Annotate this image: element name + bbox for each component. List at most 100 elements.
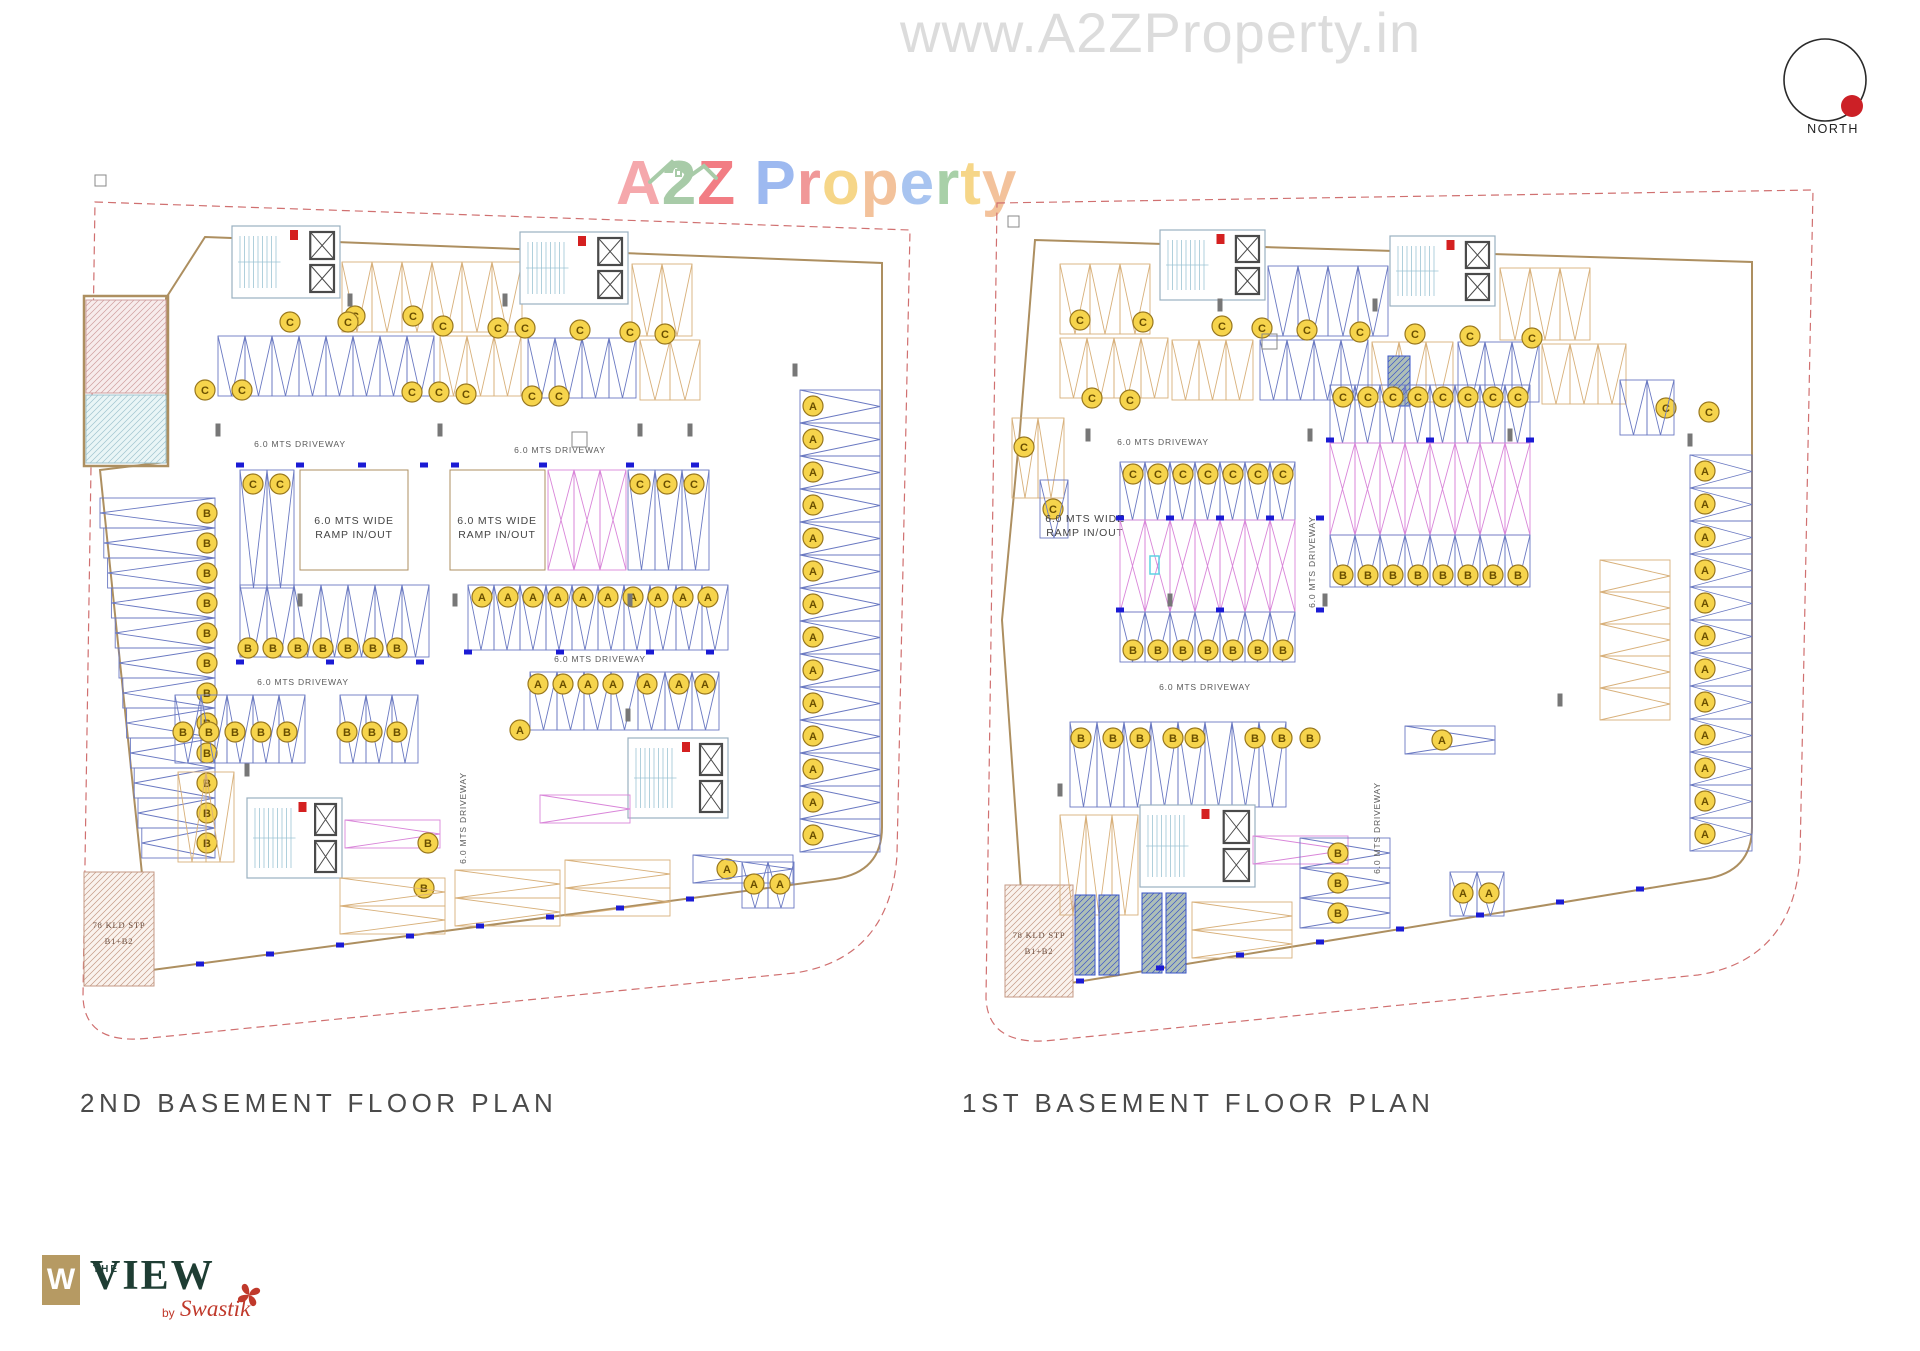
svg-text:C: C xyxy=(1049,504,1057,516)
svg-text:C: C xyxy=(1126,395,1134,407)
svg-text:B: B xyxy=(1179,645,1187,657)
svg-text:B1+B2: B1+B2 xyxy=(1025,946,1054,956)
svg-text:A: A xyxy=(723,864,731,876)
svg-text:B: B xyxy=(203,808,211,820)
svg-text:A: A xyxy=(1485,888,1493,900)
watermark-letter: r xyxy=(796,149,822,218)
svg-text:A: A xyxy=(809,533,817,545)
svg-text:C: C xyxy=(1204,469,1212,481)
svg-text:A: A xyxy=(809,500,817,512)
svg-text:B: B xyxy=(1279,645,1287,657)
svg-text:B: B xyxy=(203,628,211,640)
svg-text:B: B xyxy=(1191,733,1199,745)
svg-text:A: A xyxy=(1701,664,1709,676)
svg-text:C: C xyxy=(521,323,529,335)
svg-text:B: B xyxy=(1306,733,1314,745)
svg-text:6.0 MTS DRIVEWAY: 6.0 MTS DRIVEWAY xyxy=(1307,516,1317,608)
svg-text:6.0 MTS DRIVEWAY: 6.0 MTS DRIVEWAY xyxy=(514,445,606,455)
svg-text:A: A xyxy=(809,665,817,677)
svg-text:B: B xyxy=(393,727,401,739)
svg-text:A: A xyxy=(1438,735,1446,747)
watermark-letter: e xyxy=(899,149,936,218)
svg-text:B: B xyxy=(257,727,265,739)
title-1st-basement: 1ST BASEMENT FLOOR PLAN xyxy=(962,1088,1435,1118)
svg-text:B: B xyxy=(1334,878,1342,890)
svg-text:C: C xyxy=(1076,315,1084,327)
svg-text:A: A xyxy=(584,679,592,691)
svg-text:C: C xyxy=(1705,407,1713,419)
svg-text:A: A xyxy=(478,592,486,604)
svg-text:C: C xyxy=(1439,392,1447,404)
north-circle-icon xyxy=(1783,38,1867,122)
svg-text:B: B xyxy=(343,727,351,739)
svg-text:C: C xyxy=(1258,323,1266,335)
svg-text:RAMP IN/OUT: RAMP IN/OUT xyxy=(315,529,392,541)
title-2nd-basement: 2ND BASEMENT FLOOR PLAN xyxy=(80,1088,558,1118)
logo-view-text: VIEW xyxy=(90,1253,215,1299)
svg-text:RAMP IN/OUT: RAMP IN/OUT xyxy=(458,529,535,541)
svg-text:C: C xyxy=(1514,392,1522,404)
svg-text:B: B xyxy=(1414,570,1422,582)
svg-text:B: B xyxy=(179,727,187,739)
svg-text:C: C xyxy=(661,329,669,341)
svg-text:C: C xyxy=(435,387,443,399)
svg-text:A: A xyxy=(654,592,662,604)
svg-text:B: B xyxy=(1339,570,1347,582)
svg-text:C: C xyxy=(1466,331,1474,343)
svg-text:6.0 MTS DRIVEWAY: 6.0 MTS DRIVEWAY xyxy=(1372,782,1382,874)
svg-text:C: C xyxy=(636,479,644,491)
svg-text:B: B xyxy=(203,748,211,760)
svg-text:C: C xyxy=(1489,392,1497,404)
svg-text:B: B xyxy=(269,643,277,655)
svg-text:C: C xyxy=(1411,329,1419,341)
svg-text:C: C xyxy=(1218,321,1226,333)
svg-text:A: A xyxy=(809,797,817,809)
svg-text:A: A xyxy=(1701,763,1709,775)
svg-text:78 KLD STP: 78 KLD STP xyxy=(93,920,146,930)
watermark-letter: P xyxy=(754,149,797,218)
svg-text:A: A xyxy=(809,434,817,446)
svg-text:B: B xyxy=(344,643,352,655)
watermark-letter: o xyxy=(821,149,861,218)
svg-text:A: A xyxy=(534,679,542,691)
top-watermark: www.A2ZProperty.in xyxy=(900,1,1422,64)
svg-text:B: B xyxy=(203,568,211,580)
north-dot-icon xyxy=(1841,95,1863,117)
svg-text:C: C xyxy=(1464,392,1472,404)
svg-text:A: A xyxy=(529,592,537,604)
svg-text:A: A xyxy=(1701,466,1709,478)
svg-text:C: C xyxy=(1339,392,1347,404)
house-roof-icon xyxy=(646,130,718,201)
svg-text:B: B xyxy=(231,727,239,739)
svg-text:RAMP IN/OUT: RAMP IN/OUT xyxy=(1046,527,1123,539)
svg-text:C: C xyxy=(1528,333,1536,345)
svg-text:C: C xyxy=(408,387,416,399)
svg-text:B: B xyxy=(203,778,211,790)
svg-text:B: B xyxy=(1334,908,1342,920)
svg-text:C: C xyxy=(1254,469,1262,481)
svg-text:C: C xyxy=(238,385,246,397)
svg-text:A: A xyxy=(516,725,524,737)
svg-text:6.0 MTS WIDE: 6.0 MTS WIDE xyxy=(314,515,394,527)
svg-text:B1+B2: B1+B2 xyxy=(105,936,134,946)
svg-text:A: A xyxy=(809,764,817,776)
svg-text:B: B xyxy=(1169,733,1177,745)
svg-text:C: C xyxy=(1088,393,1096,405)
svg-text:B: B xyxy=(319,643,327,655)
svg-text:C: C xyxy=(439,321,447,333)
svg-text:B: B xyxy=(1136,733,1144,745)
svg-text:B: B xyxy=(203,538,211,550)
svg-text:C: C xyxy=(1389,392,1397,404)
svg-text:B: B xyxy=(424,838,432,850)
svg-text:C: C xyxy=(690,479,698,491)
svg-text:B: B xyxy=(1109,733,1117,745)
svg-text:C: C xyxy=(1139,317,1147,329)
svg-text:A: A xyxy=(629,592,637,604)
svg-text:A: A xyxy=(1701,598,1709,610)
svg-text:C: C xyxy=(1154,469,1162,481)
svg-text:A: A xyxy=(504,592,512,604)
the-view-by-swastik-logo: W VIEW THE by Swastik xyxy=(40,1250,300,1345)
svg-text:A: A xyxy=(604,592,612,604)
